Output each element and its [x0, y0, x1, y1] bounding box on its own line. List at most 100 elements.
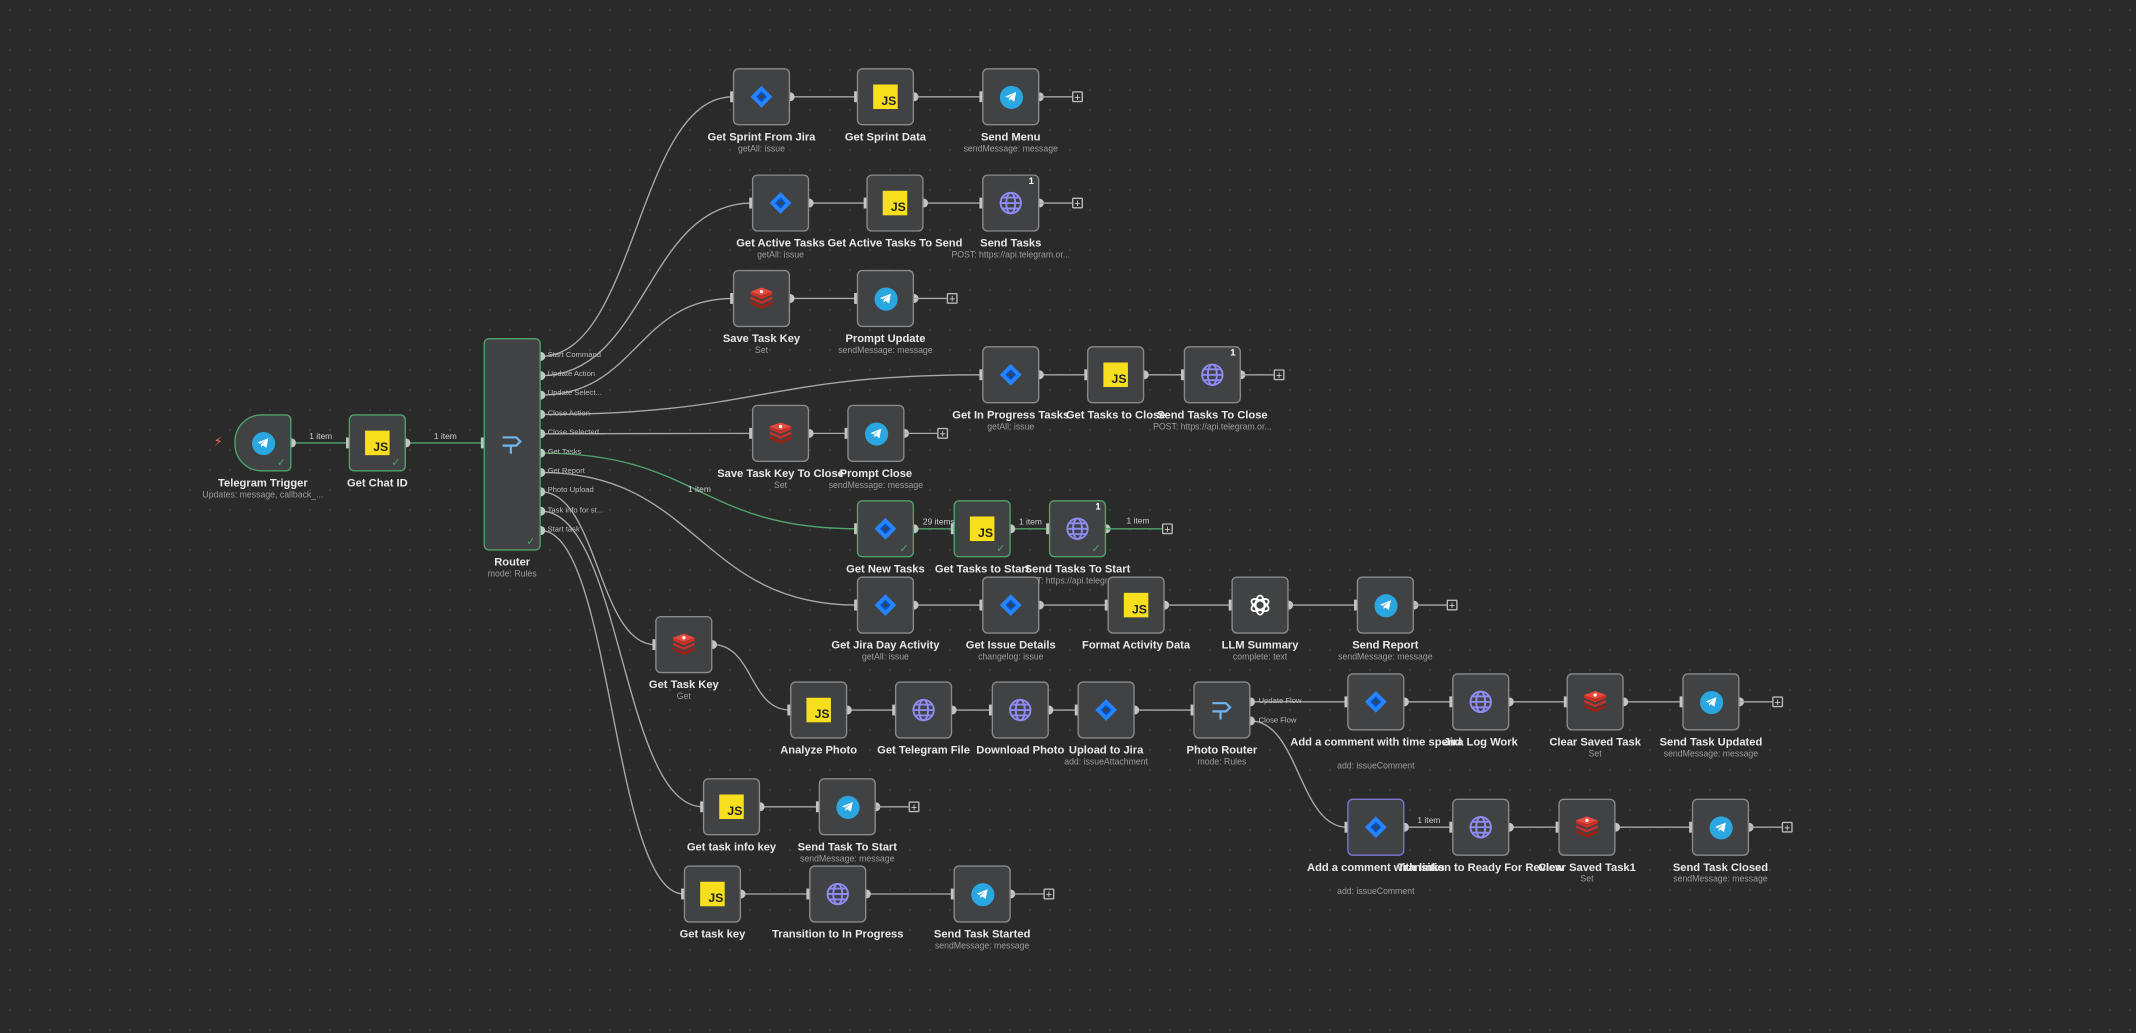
input-port[interactable]	[730, 91, 735, 103]
node-get-active-tasks[interactable]	[751, 174, 810, 232]
connection-router-to-save-task-key[interactable]	[540, 297, 733, 396]
node-add-comment-time-spend[interactable]	[1347, 673, 1405, 731]
node-send-tasks[interactable]: 1	[982, 174, 1040, 232]
node-get-task-key-js[interactable]: JS	[683, 865, 742, 923]
connection-router-to-get-new-tasks[interactable]	[540, 452, 857, 530]
input-port[interactable]	[652, 639, 657, 651]
node-get-active-tasks-to-send[interactable]: JS	[866, 174, 924, 232]
node-send-tasks-to-start[interactable]: 1✓	[1048, 500, 1107, 558]
input-port[interactable]	[806, 888, 811, 900]
input-port[interactable]	[863, 197, 868, 209]
input-port[interactable]	[1354, 599, 1359, 611]
connection-router-to-get-jira-day-activity[interactable]	[540, 471, 857, 606]
add-node-button[interactable]: +	[1161, 523, 1173, 535]
input-port[interactable]	[480, 437, 485, 449]
node-send-menu[interactable]	[982, 68, 1040, 126]
node-send-task-updated[interactable]	[1682, 673, 1740, 731]
input-port[interactable]	[1181, 369, 1186, 381]
input-port[interactable]	[1555, 821, 1560, 833]
connection-router-to-get-task-key-js[interactable]	[540, 529, 684, 895]
node-get-chat-id[interactable]: JS✓	[348, 414, 406, 472]
node-analyze-photo[interactable]: JS	[790, 681, 848, 739]
node-router[interactable]: ✓	[483, 337, 541, 551]
node-prompt-close[interactable]	[847, 404, 905, 462]
input-port[interactable]	[854, 599, 859, 611]
input-port[interactable]	[1344, 821, 1349, 833]
add-node-button[interactable]: +	[1273, 369, 1285, 381]
input-port[interactable]	[854, 91, 859, 103]
input-port[interactable]	[730, 293, 735, 304]
input-port[interactable]	[950, 888, 955, 900]
node-download-photo[interactable]	[991, 681, 1049, 739]
input-port[interactable]	[979, 197, 984, 209]
node-get-jira-day-activity[interactable]	[856, 576, 915, 634]
input-port[interactable]	[892, 704, 897, 716]
add-node-button[interactable]: +	[1043, 888, 1055, 900]
node-upload-to-jira[interactable]	[1077, 681, 1135, 739]
input-port[interactable]	[749, 197, 754, 209]
add-node-button[interactable]: +	[946, 293, 958, 305]
node-get-issue-details[interactable]	[982, 576, 1040, 634]
node-get-in-progress-tasks[interactable]	[982, 346, 1040, 404]
input-port[interactable]	[787, 704, 792, 716]
node-save-task-key[interactable]	[732, 269, 791, 328]
connection-router-to-get-sprint-from-jira[interactable]	[540, 96, 733, 358]
input-port[interactable]	[1449, 696, 1454, 708]
add-node-button[interactable]: +	[1446, 599, 1458, 611]
connection-get-task-key-to-analyze-photo[interactable]	[712, 643, 791, 711]
connection-router-to-get-active-tasks[interactable]	[540, 202, 752, 377]
node-get-tasks-to-start[interactable]: JS✓	[953, 500, 1011, 558]
node-get-task-info-key[interactable]: JS	[702, 778, 761, 836]
node-prompt-update[interactable]	[856, 269, 915, 328]
input-port[interactable]	[854, 523, 859, 535]
connection-router-to-get-in-progress-tasks[interactable]	[540, 374, 983, 416]
connection-router-to-get-task-key[interactable]	[540, 491, 656, 646]
input-port[interactable]	[854, 293, 859, 304]
node-jira-log-work[interactable]	[1452, 673, 1510, 731]
node-photo-router[interactable]	[1193, 681, 1251, 739]
input-port[interactable]	[979, 91, 984, 103]
node-telegram-trigger[interactable]: ✓	[234, 414, 292, 472]
node-send-task-started[interactable]	[953, 865, 1011, 923]
input-port[interactable]	[1563, 696, 1568, 708]
input-port[interactable]	[1228, 599, 1233, 611]
node-get-sprint-data[interactable]: JS	[856, 68, 915, 126]
input-port[interactable]	[979, 369, 984, 381]
node-send-report[interactable]	[1356, 576, 1414, 634]
node-get-tasks-to-close[interactable]: JS	[1087, 346, 1145, 404]
node-send-task-to-start[interactable]	[818, 778, 876, 836]
input-port[interactable]	[1449, 821, 1454, 833]
input-port[interactable]	[1084, 369, 1089, 381]
add-node-button[interactable]: +	[1072, 91, 1083, 103]
add-node-button[interactable]: +	[908, 801, 920, 813]
node-transition-in-progress[interactable]	[809, 865, 867, 923]
node-add-comment-links[interactable]	[1347, 798, 1405, 856]
node-transition-ready-for-review[interactable]	[1452, 798, 1510, 856]
input-port[interactable]	[345, 437, 351, 449]
input-port[interactable]	[979, 599, 984, 611]
input-port[interactable]	[844, 427, 849, 439]
connection-router-to-get-task-info-key[interactable]	[540, 510, 703, 808]
connection-photo-router-to-add-comment-links[interactable]	[1250, 720, 1348, 828]
node-save-task-key-to-close[interactable]	[751, 404, 810, 462]
input-port[interactable]	[950, 523, 955, 535]
node-clear-saved-task1[interactable]	[1558, 798, 1616, 856]
input-port[interactable]	[1046, 523, 1051, 535]
add-node-button[interactable]: +	[1072, 197, 1083, 209]
add-node-button[interactable]: +	[1781, 821, 1793, 833]
add-node-button[interactable]: +	[937, 427, 949, 440]
node-get-task-key[interactable]	[655, 615, 713, 674]
node-send-tasks-to-close[interactable]: 1	[1183, 346, 1241, 404]
input-port[interactable]	[1190, 704, 1195, 716]
node-send-task-closed[interactable]	[1691, 798, 1750, 856]
node-clear-saved-task[interactable]	[1566, 673, 1624, 731]
input-port[interactable]	[749, 427, 754, 439]
input-port[interactable]	[988, 704, 994, 716]
input-port[interactable]	[700, 801, 705, 813]
add-node-button[interactable]: +	[1772, 696, 1784, 708]
node-format-activity-data[interactable]: JS	[1107, 576, 1165, 634]
input-port[interactable]	[1104, 599, 1109, 611]
input-port[interactable]	[1074, 704, 1079, 716]
input-port[interactable]	[1689, 821, 1694, 833]
